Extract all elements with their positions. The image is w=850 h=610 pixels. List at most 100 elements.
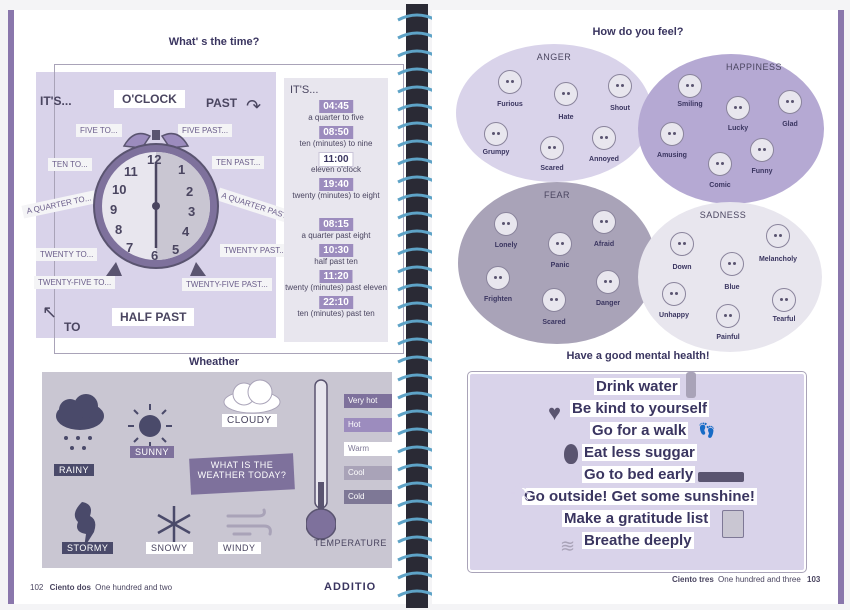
face-icon <box>596 270 620 294</box>
weather-label-rainy: RAINY <box>54 464 95 476</box>
clock-number-3: 3 <box>188 204 196 219</box>
face-icon <box>540 136 564 160</box>
clock-section-title: What' s the time? <box>168 36 260 48</box>
clock-number-10: 10 <box>112 182 127 197</box>
time-text: ten (minutes) past ten <box>297 309 375 318</box>
right-footer: Ciento tres One hundred and three 103 <box>672 575 820 584</box>
face-icon <box>554 82 578 106</box>
tag-twentyfive-past: TWENTY-FIVE PAST... <box>182 278 272 291</box>
sadness-title: SADNESS <box>699 210 747 220</box>
right-page: How do you feel? ANGER Furious Hate Shou… <box>432 10 844 604</box>
face-icon <box>726 96 750 120</box>
time-text: twenty (minutes) to eight <box>292 191 380 200</box>
face-icon <box>778 90 802 114</box>
face-icon <box>608 74 632 98</box>
habit-breathe: Breathe deeply <box>582 532 694 549</box>
storm-icon <box>74 502 96 548</box>
face-label: Melancholy <box>758 256 798 263</box>
tag-ten-to: TEN TO... <box>48 158 92 171</box>
avocado-icon <box>564 444 578 464</box>
to-arrow-icon: ↖ <box>42 302 58 322</box>
face-label: Tearful <box>772 316 796 323</box>
page-number-left: 102 <box>30 583 44 592</box>
sun-icon <box>128 404 172 448</box>
page-number-right: 103 <box>807 575 821 584</box>
face-label: Unhappy <box>659 312 689 319</box>
face-icon <box>498 70 522 94</box>
habit-gratitude: Make a gratitude list <box>562 510 711 527</box>
thermometer-icon <box>306 379 336 540</box>
time-box: 08:15 <box>319 218 353 231</box>
habit-less-sugar: Eat less suggar <box>582 444 697 461</box>
weather-question: WHAT IS THE WEATHER TODAY? <box>197 460 287 480</box>
face-label: Blue <box>724 284 740 291</box>
temperature-label: TEMPERATURE <box>314 538 387 548</box>
tag-ten-past: TEN PAST... <box>212 156 265 169</box>
thermo-level-cold: Cold <box>344 490 392 504</box>
face-label: Afraid <box>593 241 615 248</box>
face-icon <box>494 212 518 236</box>
face-label: Hate <box>558 114 574 121</box>
anger-title: ANGER <box>536 52 572 62</box>
face-label: Scared <box>542 319 566 326</box>
time-box: 19:40 <box>319 178 353 191</box>
clock-number-11: 11 <box>124 164 138 179</box>
left-footer: 102 Ciento dos One hundred and two <box>30 583 172 592</box>
face-label: Lonely <box>494 242 518 249</box>
fear-title: FEAR <box>543 190 570 200</box>
oclock-label: O'CLOCK <box>114 90 185 108</box>
face-label: Comic <box>709 182 731 189</box>
thermo-level-very-hot: Very hot <box>344 394 392 408</box>
time-box: 11:20 <box>319 270 353 283</box>
clock-number-7: 7 <box>126 240 134 255</box>
past-label: PAST <box>206 96 238 110</box>
time-text: twenty (minutes) past eleven <box>285 283 387 292</box>
left-page: What' s the time? IT'S... O'CLOCK PAST T… <box>8 10 412 604</box>
face-icon <box>670 232 694 256</box>
times-panel-title: IT'S... <box>290 84 319 96</box>
face-icon <box>486 266 510 290</box>
face-label: Panic <box>550 262 570 269</box>
face-icon <box>766 224 790 248</box>
face-icon <box>660 122 684 146</box>
face-icon <box>548 232 572 256</box>
footer-english-left: One hundred and two <box>95 583 173 592</box>
cloud-icon <box>223 379 281 414</box>
face-label: Funny <box>751 168 773 175</box>
time-box: 11:00 <box>318 152 354 167</box>
clock-number-8: 8 <box>115 222 123 237</box>
clock-number-5: 5 <box>172 242 180 257</box>
brand-logo: ADDITIO <box>324 581 377 593</box>
thermo-level-cool: Cool <box>344 466 392 480</box>
face-icon <box>772 288 796 312</box>
weather-label-snowy: SNOWY <box>146 542 193 554</box>
wind-icon <box>226 508 272 536</box>
face-icon <box>678 74 702 98</box>
face-label: Lucky <box>727 125 749 132</box>
happiness-title: HAPPINESS <box>725 62 783 72</box>
clock-number-4: 4 <box>182 224 190 239</box>
footer-spanish-left: Ciento dos <box>49 583 91 592</box>
face-icon <box>484 122 508 146</box>
face-label: Down <box>672 264 692 271</box>
time-box: 08:50 <box>319 126 353 139</box>
time-box: 10:30 <box>319 244 353 257</box>
time-text: eleven o'clock <box>311 165 361 174</box>
clock-number-9: 9 <box>110 202 118 217</box>
face-label: Frighten <box>484 296 512 303</box>
thermo-level-warm: Warm <box>344 442 392 456</box>
weather-section-title: Wheather <box>188 356 240 368</box>
face-label: Scared <box>540 165 564 172</box>
face-icon <box>592 210 616 234</box>
half-past-label: HALF PAST <box>112 308 195 326</box>
tag-twenty-to: TWENTY TO... <box>36 248 98 261</box>
habit-drink-water: Drink water <box>594 378 680 395</box>
tag-five-past: FIVE PAST... <box>178 124 233 137</box>
face-icon <box>716 304 740 328</box>
face-icon <box>720 252 744 276</box>
times-panel: IT'S... 04:45 a quarter to five 08:50 te… <box>284 78 388 342</box>
time-box: 22:10 <box>319 296 353 309</box>
its-label: IT'S... <box>40 94 72 108</box>
time-text: ten (minutes) to nine <box>299 139 373 148</box>
